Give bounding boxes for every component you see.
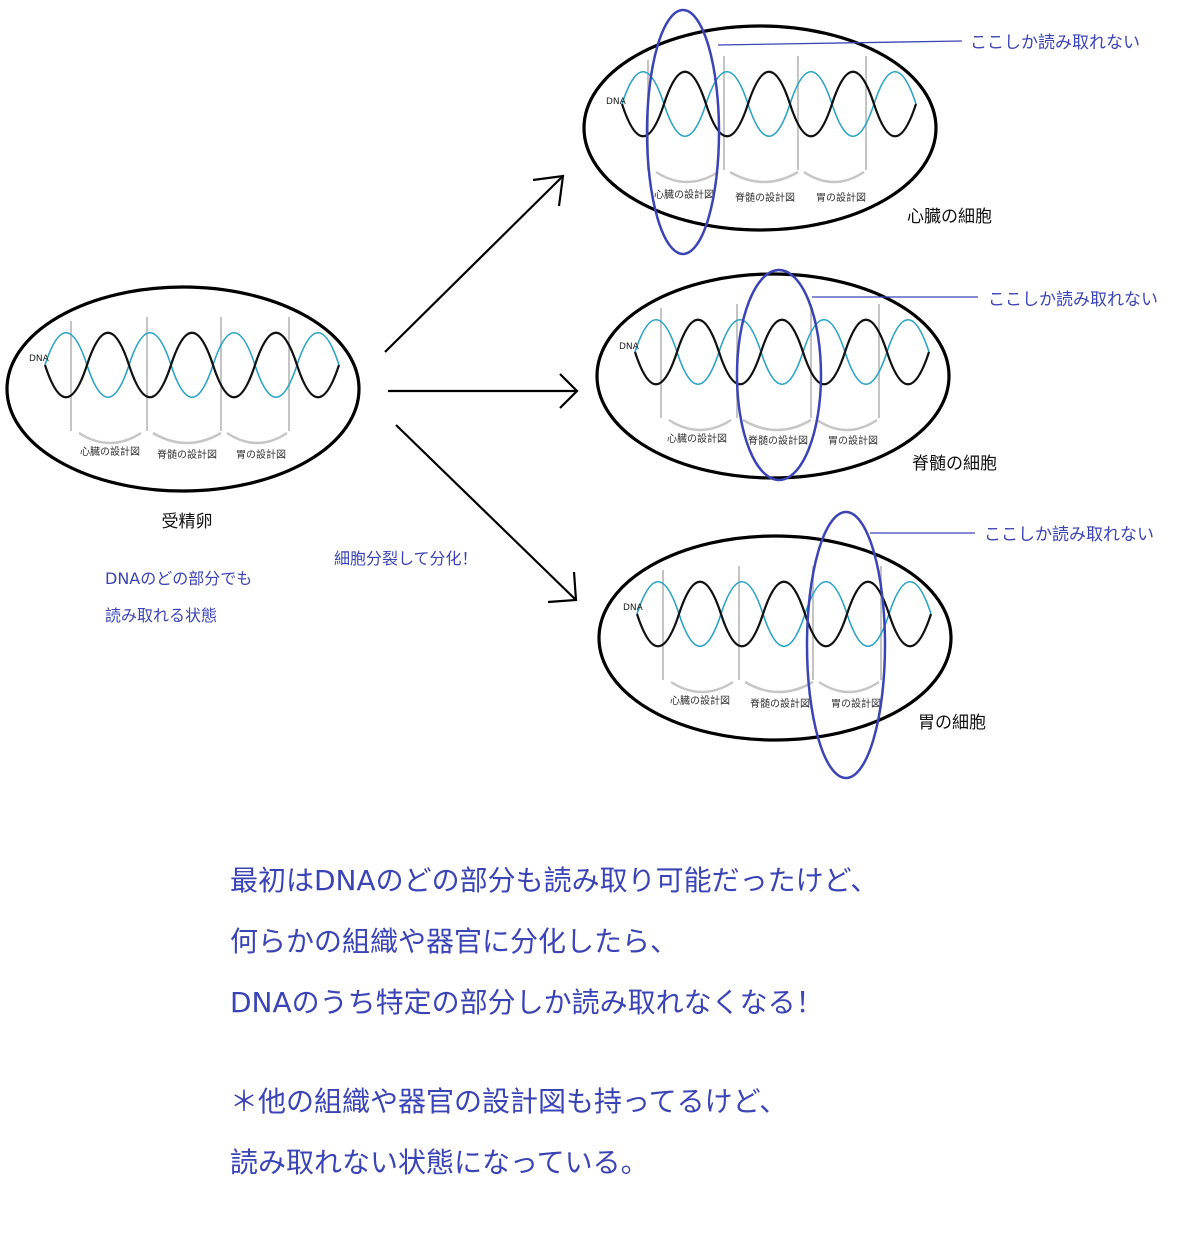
fertilized-egg-label: 受精卵 [162, 512, 213, 532]
division-label: 細胞分裂して分化！ [334, 549, 478, 568]
heart-cell: DNA 心臓の設計図 脊髄の設計図 胃の設計図 [582, 24, 938, 232]
arrow-to-heart-cell [384, 174, 565, 353]
segment-label-heart: 心臓の設計図 [80, 445, 140, 458]
segment-label-heart: 心臓の設計図 [654, 188, 714, 201]
spine-cell: DNA 心臓の設計図 脊髄の設計図 胃の設計図 [595, 272, 951, 480]
segment-label-spine: 脊髄の設計図 [750, 697, 810, 710]
segment-label-spine: 脊髄の設計図 [735, 191, 795, 204]
heart-cell-label: 心臓の細胞 [907, 207, 992, 227]
segment-label-heart: 心臓の設計図 [667, 432, 727, 445]
stomach-callout-text: ここしか読み取れない [984, 525, 1154, 545]
heart-highlight-ring [645, 8, 721, 256]
egg-note-line2: 読み取れる状態 [105, 606, 217, 625]
heart-callout-line [717, 40, 963, 46]
dna-label: DNA [606, 97, 627, 107]
arrow-to-stomach-cell [395, 424, 578, 604]
explanation-text: 最初はDNAのどの部分も読み取り可能だったけど、 何らかの組織や器官に分化したら… [230, 850, 1130, 1193]
dna-label: DNA [29, 354, 50, 364]
caption-line-4: ＊他の組織や器官の設計図も持ってるけど、 [230, 1085, 788, 1118]
spine-cell-label: 脊髄の細胞 [912, 454, 997, 474]
fertilized-egg-cell: DNA 心臓の設計図 脊髄の設計図 胃の設計図 [5, 285, 361, 493]
segment-label-stomach: 胃の設計図 [236, 448, 286, 461]
caption-line-2: 何らかの組織や器官に分化したら、 [230, 925, 679, 958]
dna-label: DNA [623, 603, 644, 613]
stomach-highlight-ring [805, 510, 887, 780]
stomach-cell: DNA 心臓の設計図 脊髄の設計図 胃の設計図 [597, 534, 953, 742]
heart-callout-text: ここしか読み取れない [970, 33, 1140, 53]
caption-line-3: DNAのうち特定の部分しか読み取れなくなる！ [230, 986, 824, 1019]
spine-highlight-ring [735, 268, 823, 482]
segment-label-spine: 脊髄の設計図 [748, 434, 808, 447]
segment-label-stomach: 胃の設計図 [828, 434, 878, 447]
caption-line-5: 読み取れない状態になっている。 [230, 1146, 649, 1179]
arrow-to-spine-cell [388, 373, 579, 409]
segment-label-stomach: 胃の設計図 [831, 697, 881, 710]
segment-label-heart: 心臓の設計図 [670, 694, 730, 707]
segment-label-stomach: 胃の設計図 [816, 191, 866, 204]
spine-callout-text: ここしか読み取れない [988, 290, 1158, 310]
egg-note-line1: DNAのどの部分でも [105, 569, 252, 588]
segment-label-spine: 脊髄の設計図 [157, 448, 217, 461]
caption-line-1: 最初はDNAのどの部分も読み取り可能だったけど、 [230, 864, 879, 897]
dna-label: DNA [619, 342, 640, 352]
stomach-cell-label: 胃の細胞 [918, 713, 986, 733]
